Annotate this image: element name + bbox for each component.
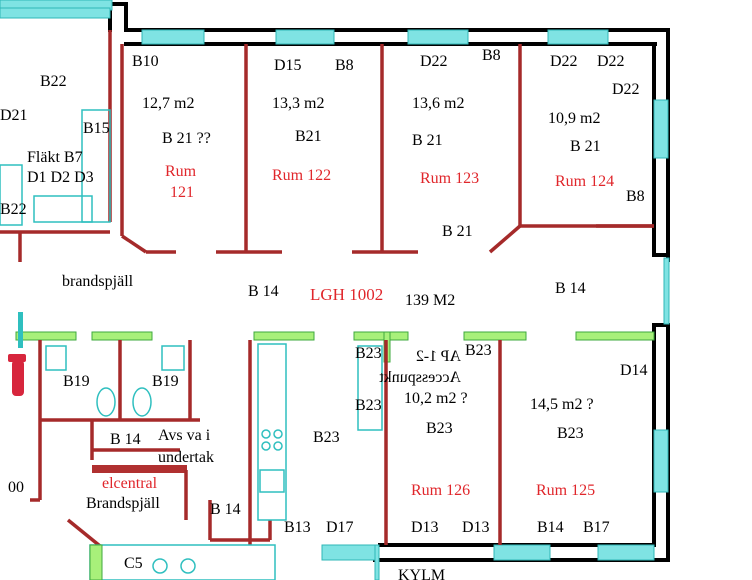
upper-partitions — [120, 44, 654, 254]
windows-bottom — [321, 544, 655, 580]
fixtures — [45, 343, 383, 580]
label-b17: B17 — [583, 519, 610, 536]
room-122-area: 13,3 m2 — [272, 95, 324, 112]
label-oo: 00 — [8, 479, 24, 496]
room-125-area: 14,5 m2 ? — [530, 396, 594, 413]
note-accesspunkt-mirrored: Accesspunkt — [379, 369, 461, 386]
label-b14-c: B 14 — [110, 431, 141, 448]
apartment-area: 139 M2 — [405, 292, 455, 309]
label-b10: B10 — [132, 53, 159, 70]
label-b23-c: B23 — [355, 397, 382, 414]
label-d22-b: D22 — [550, 53, 578, 70]
room-124-type: B 21 — [570, 138, 601, 155]
room-121-type: B 21 ?? — [162, 130, 211, 147]
label-brandspjall: brandspjäll — [62, 273, 134, 290]
fire-extinguisher-icon — [8, 312, 26, 396]
label-d22-d: D22 — [612, 81, 640, 98]
room-123-name: Rum 123 — [420, 170, 479, 187]
label-b22-top: B22 — [40, 73, 67, 90]
label-d14: D14 — [620, 362, 648, 379]
label-c5: C5 — [124, 555, 143, 572]
label-kylm: KYLM — [398, 567, 445, 580]
note-avs-line1: Avs va i — [158, 427, 211, 444]
apartment-name: LGH 1002 — [310, 285, 383, 304]
label-b14-left: B 14 — [248, 283, 279, 300]
label-b8-b: B8 — [482, 47, 501, 64]
label-b14-d: B 14 — [210, 501, 241, 518]
room-121-number: 121 — [170, 184, 194, 201]
label-d21: D21 — [0, 107, 28, 124]
label-b13: B13 — [284, 519, 311, 536]
label-b23-a: B23 — [355, 345, 382, 362]
label-b21-hall: B 21 — [442, 223, 473, 240]
room-122-type: B21 — [295, 128, 322, 145]
room-122-name: Rum 122 — [272, 167, 331, 184]
label-d13-a: D13 — [411, 519, 439, 536]
left-wing-walls — [0, 7, 112, 262]
label-b14-e: B14 — [537, 519, 564, 536]
room-125-name: Rum 125 — [536, 482, 595, 499]
label-b8-a: B8 — [335, 57, 354, 74]
label-d13-b: D13 — [462, 519, 490, 536]
label-b23-b: B23 — [465, 342, 492, 359]
room-124-name: Rum 124 — [555, 173, 614, 190]
label-b15: B15 — [83, 120, 110, 137]
label-b23-d: B23 — [313, 429, 340, 446]
room-121-area: 12,7 m2 — [142, 95, 194, 112]
label-b22-left: B22 — [0, 201, 27, 218]
note-brandspjall2: Brandspjäll — [86, 495, 160, 512]
label-d22-a: D22 — [420, 53, 448, 70]
label-d15: D15 — [274, 57, 302, 74]
label-d17: D17 — [326, 519, 354, 536]
note-elcentral: elcentral — [102, 475, 158, 492]
label-b19-a: B19 — [63, 373, 90, 390]
label-b14-right: B 14 — [555, 280, 586, 297]
room-126-area: 10,2 m2 ? — [404, 390, 468, 407]
label-b19-b: B19 — [152, 373, 179, 390]
label-b8-c: B8 — [626, 188, 645, 205]
label-d22-c: D22 — [597, 53, 625, 70]
accesspunkt-mirrored-note: AP 1-2 Accesspunkt — [379, 348, 461, 386]
room-123-type: B 21 — [412, 132, 443, 149]
room-126-type: B23 — [426, 420, 453, 437]
room-126-name: Rum 126 — [411, 482, 470, 499]
room-121-name: Rum — [165, 163, 197, 180]
label-dampers: D1 D2 D3 — [27, 169, 94, 186]
note-ap-mirrored: AP 1-2 — [416, 348, 461, 365]
note-avs-line2: undertak — [158, 449, 214, 466]
room-123-area: 13,6 m2 — [412, 95, 464, 112]
lower-partitions — [15, 331, 655, 548]
windows-top — [0, 0, 609, 45]
room-125-type: B23 — [557, 425, 584, 442]
room-124-area: 10,9 m2 — [548, 110, 600, 127]
label-flakt: Fläkt B7 — [27, 149, 83, 166]
